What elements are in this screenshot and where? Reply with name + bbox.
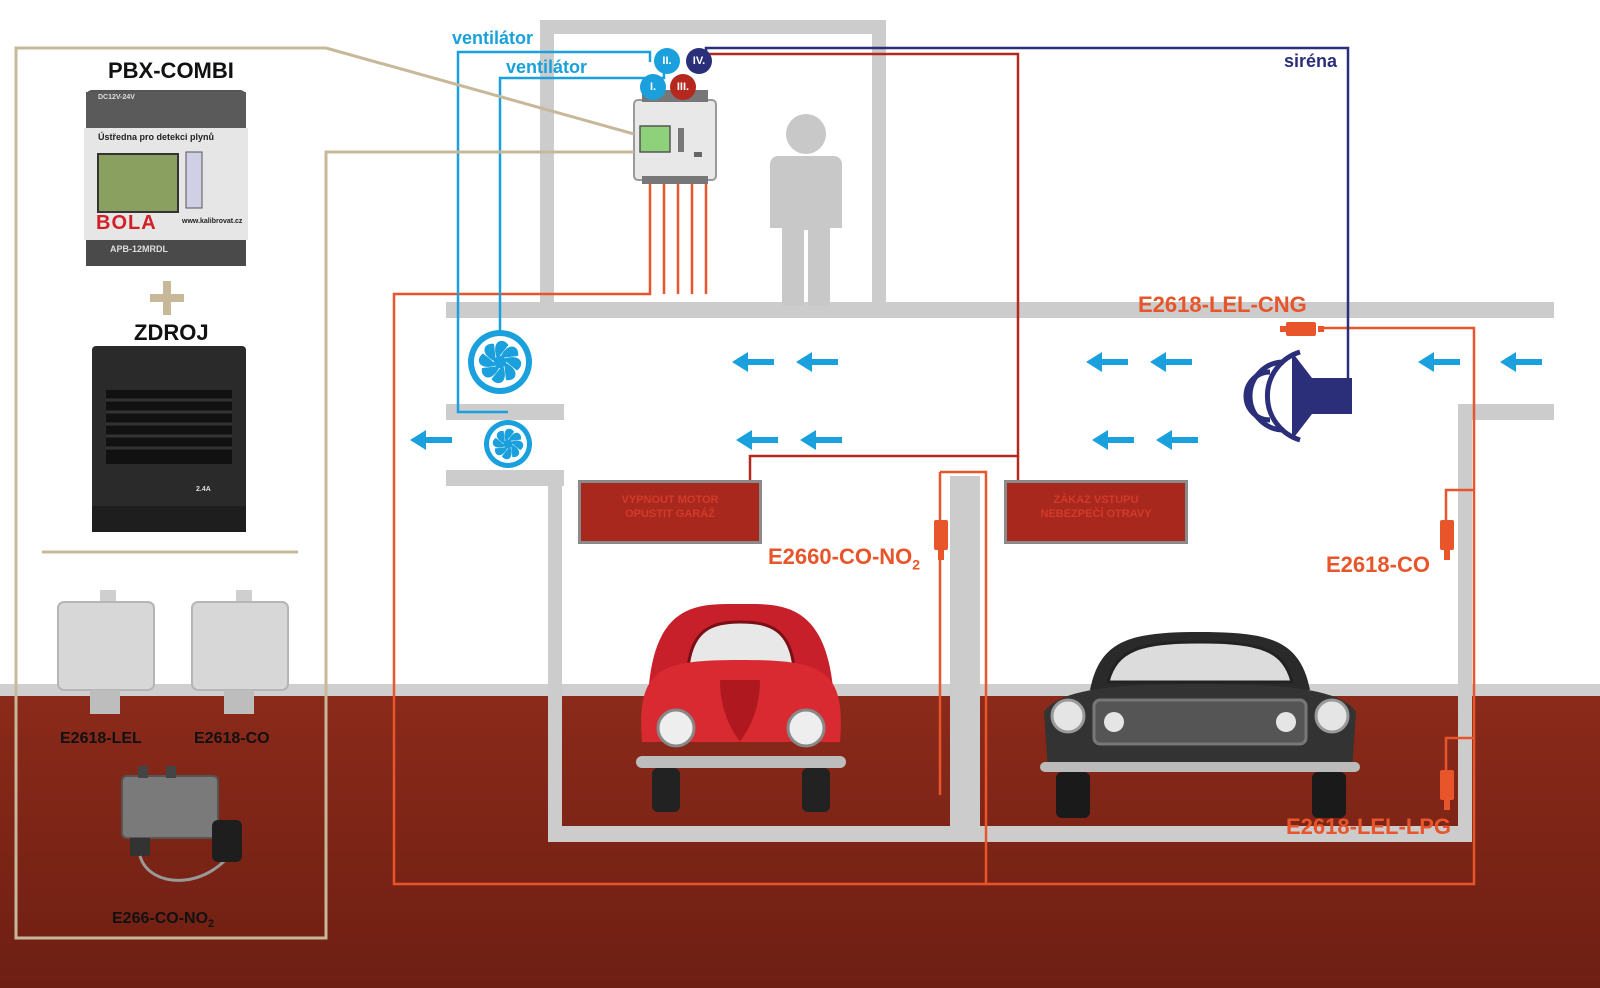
arrow-left-icon xyxy=(1500,352,1542,372)
controller-url: www.kalibrovat.cz xyxy=(182,218,243,225)
arrow-left-icon xyxy=(1092,430,1134,450)
fan-label-2: ventilátor xyxy=(506,57,588,77)
sensor-co-no2-caption: E266-CO-NO2 xyxy=(112,910,215,931)
sensor-housing-co-no2 xyxy=(121,766,242,882)
output-badge-2: II. xyxy=(654,48,680,74)
controller-voltage: DC12V-24V xyxy=(98,94,135,101)
sensor-housing-lel xyxy=(57,590,155,714)
sensor-lpg-label: E2618-LEL-LPG xyxy=(1286,814,1452,839)
fan-icon xyxy=(484,420,532,468)
arrow-left-icon xyxy=(796,352,838,372)
airflow-arrows xyxy=(410,352,1542,450)
arrow-left-icon xyxy=(1086,352,1128,372)
person-icon xyxy=(770,114,842,306)
psu-rating: 2.4A xyxy=(196,486,211,493)
fan-label-1: ventilátor xyxy=(452,28,534,48)
sensor-icon xyxy=(1280,322,1324,336)
psu-title: ZDROJ xyxy=(134,320,209,345)
output-wiring-red xyxy=(690,52,1020,482)
car-icon xyxy=(1040,632,1360,818)
speaker-icon xyxy=(1243,349,1352,443)
arrow-left-icon xyxy=(800,430,842,450)
sensor-icon xyxy=(934,520,948,560)
psu-device xyxy=(92,346,246,532)
arrow-left-icon xyxy=(736,430,778,450)
sensor-co-label: E2618-CO xyxy=(1326,552,1430,577)
sensor-co-caption: E2618-CO xyxy=(194,730,270,747)
controller-model: APB-12MRDL xyxy=(110,244,169,254)
controller-brand: BOLA xyxy=(96,212,157,234)
arrow-left-icon xyxy=(732,352,774,372)
sensor-icon xyxy=(1440,520,1454,560)
output-badge-3: III. xyxy=(670,74,696,100)
controller-subtitle: Ústředna pro detekci plynů xyxy=(98,132,215,142)
output-badge-4: IV. xyxy=(686,48,712,74)
output-badge-1: I. xyxy=(640,74,666,100)
arrow-left-icon xyxy=(1150,352,1192,372)
pbx-combi-device xyxy=(84,90,248,266)
plus-icon xyxy=(150,281,184,315)
fan-icon xyxy=(468,330,532,394)
sensor-housing-co xyxy=(191,590,289,714)
arrow-left-icon xyxy=(1156,430,1198,450)
panel-frame xyxy=(14,46,635,940)
sensor-cng-label: E2618-LEL-CNG xyxy=(1138,292,1307,317)
arrow-left-icon xyxy=(1418,352,1460,372)
car-icon xyxy=(636,603,846,812)
siren-label: siréna xyxy=(1284,51,1338,71)
sensor-co-no2-label: E2660-CO-NO2 xyxy=(768,544,921,573)
sensor-wiring xyxy=(392,180,1476,886)
arrow-left-icon xyxy=(410,430,452,450)
controller-icon xyxy=(633,90,717,184)
sensor-lel-caption: E2618-LEL xyxy=(60,730,142,747)
building-walls xyxy=(446,20,1554,842)
controller-title: PBX-COMBI xyxy=(108,58,234,83)
sensor-icon xyxy=(1440,770,1454,810)
